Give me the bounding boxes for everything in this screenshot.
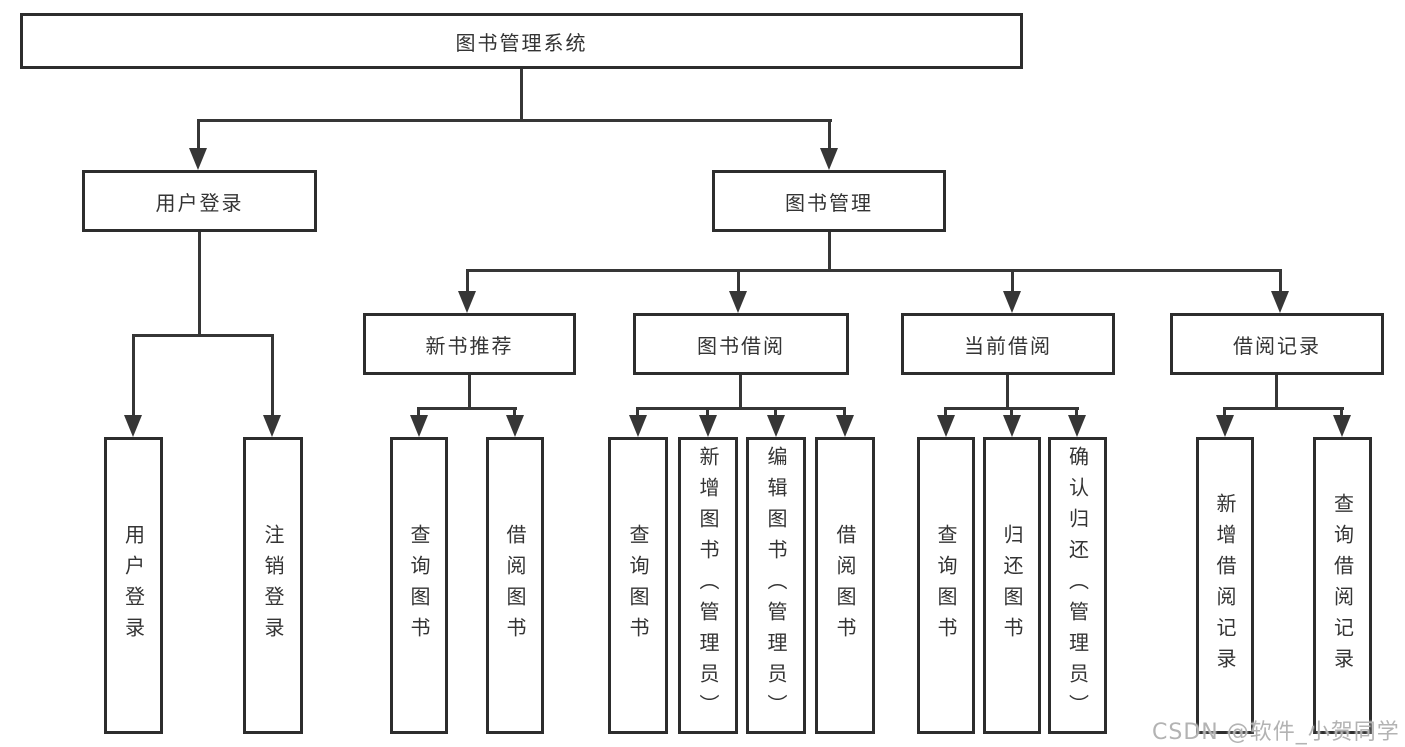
- node-current-borrowing: 当前借阅: [901, 313, 1115, 375]
- node-label: 新书推荐: [425, 333, 514, 358]
- arrow-down-icon: [629, 415, 647, 437]
- leaf-label: 借阅图书: [833, 523, 857, 648]
- connector-line: [1011, 269, 1014, 295]
- arrow-down-icon: [410, 415, 428, 437]
- connector-line: [466, 269, 1282, 272]
- node-borrowing-records: 借阅记录: [1170, 313, 1384, 375]
- connector-line: [417, 407, 517, 410]
- arrow-down-icon: [937, 415, 955, 437]
- connector-line: [774, 407, 777, 419]
- leaf-label: 查询借阅记录: [1330, 492, 1355, 679]
- node-label: 用户登录: [155, 190, 244, 215]
- leaf-label: 注销登录: [261, 523, 285, 648]
- node-label: 借阅记录: [1233, 333, 1321, 358]
- leaf-edit-books-admin: 编辑图书（管理员）: [746, 437, 806, 734]
- connector-line: [1275, 375, 1278, 410]
- leaf-label: 借阅图书: [503, 523, 527, 648]
- connector-line: [466, 269, 469, 295]
- leaf-add-books-admin: 新增图书（管理员）: [678, 437, 738, 734]
- connector-line: [197, 119, 832, 122]
- connector-line: [468, 375, 471, 410]
- arrow-down-icon: [1271, 291, 1289, 313]
- node-label: 图书管理: [785, 190, 873, 215]
- node-label: 图书借阅: [697, 333, 785, 358]
- connector-line: [636, 407, 846, 410]
- connector-line: [1340, 407, 1343, 419]
- leaf-return-books: 归还图书: [983, 437, 1041, 734]
- arrow-down-icon: [767, 415, 785, 437]
- leaf-query-books-current: 查询图书: [917, 437, 975, 734]
- arrow-down-icon: [506, 415, 524, 437]
- connector-line: [828, 119, 831, 152]
- leaf-query-borrow-record: 查询借阅记录: [1313, 437, 1372, 734]
- leaf-confirm-return-admin: 确认归还（管理员）: [1048, 437, 1107, 734]
- connector-line: [1010, 407, 1013, 419]
- leaf-label: 查询图书: [626, 523, 650, 648]
- connector-line: [513, 407, 516, 419]
- node-library-management-system: 图书管理系统: [20, 13, 1023, 69]
- leaf-label: 查询图书: [407, 523, 431, 648]
- arrow-down-icon: [1003, 291, 1021, 313]
- connector-line: [197, 119, 200, 152]
- node-user-login: 用户登录: [82, 170, 317, 232]
- connector-line: [828, 232, 831, 272]
- leaf-label: 确认归还（管理员）: [1065, 446, 1090, 725]
- node-book-management: 图书管理: [712, 170, 946, 232]
- node-label: 图书管理系统: [455, 30, 588, 55]
- leaf-label: 新增借阅记录: [1213, 492, 1237, 679]
- leaf-label: 查询图书: [934, 523, 958, 648]
- leaf-logout: 注销登录: [243, 437, 303, 734]
- leaf-label: 新增图书（管理员）: [696, 446, 720, 725]
- csdn-watermark: CSDN @软件_小贺同学: [1152, 720, 1400, 745]
- connector-line: [1279, 269, 1282, 295]
- arrow-down-icon: [1068, 415, 1086, 437]
- connector-line: [843, 407, 846, 419]
- leaf-label: 编辑图书（管理员）: [764, 446, 788, 725]
- arrow-down-icon: [699, 415, 717, 437]
- leaf-user-login: 用户登录: [104, 437, 163, 734]
- leaf-add-borrow-record: 新增借阅记录: [1196, 437, 1254, 734]
- arrow-down-icon: [263, 415, 281, 437]
- connector-line: [132, 334, 274, 337]
- node-new-book-recommendation: 新书推荐: [363, 313, 576, 375]
- arrow-down-icon: [836, 415, 854, 437]
- connector-line: [417, 407, 420, 419]
- leaf-label: 归还图书: [1000, 523, 1024, 648]
- connector-line: [636, 407, 639, 419]
- leaf-label: 用户登录: [121, 523, 146, 648]
- connector-line: [737, 269, 740, 295]
- arrow-down-icon: [124, 415, 142, 437]
- connector-line: [706, 407, 709, 419]
- arrow-down-icon: [458, 291, 476, 313]
- node-label: 当前借阅: [964, 333, 1052, 358]
- connector-line: [1075, 407, 1078, 419]
- connector-line: [271, 334, 274, 419]
- connector-line: [132, 334, 135, 419]
- leaf-borrow-books-borrowing: 借阅图书: [815, 437, 875, 734]
- connector-line: [1006, 375, 1009, 410]
- arrow-down-icon: [1333, 415, 1351, 437]
- leaf-query-books-borrowing: 查询图书: [608, 437, 668, 734]
- leaf-borrow-books-newbook: 借阅图书: [486, 437, 544, 734]
- node-book-borrowing: 图书借阅: [633, 313, 849, 375]
- arrow-down-icon: [1216, 415, 1234, 437]
- connector-line: [198, 232, 201, 337]
- arrow-down-icon: [820, 148, 838, 170]
- connector-line: [1223, 407, 1344, 410]
- arrow-down-icon: [189, 148, 207, 170]
- connector-line: [739, 375, 742, 410]
- connector-line: [944, 407, 947, 419]
- connector-line: [1223, 407, 1226, 419]
- leaf-query-books-newbook: 查询图书: [390, 437, 448, 734]
- arrow-down-icon: [729, 291, 747, 313]
- arrow-down-icon: [1003, 415, 1021, 437]
- connector-line: [520, 69, 523, 122]
